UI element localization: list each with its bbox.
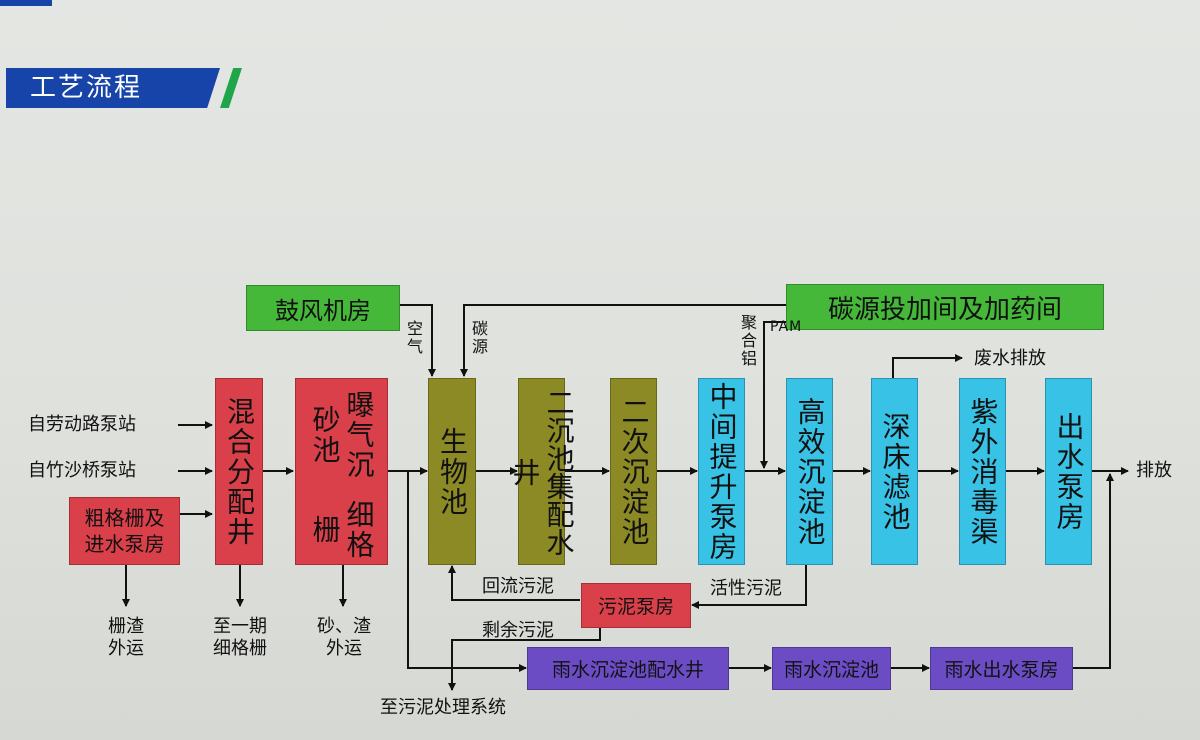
sludge-pump-house: 污泥泵房 [581, 583, 691, 628]
activated-sludge-label: 活性污泥 [710, 578, 782, 599]
secondary-clarifier: 二次沉淀池 [610, 378, 657, 565]
to-phase1-label: 至一期 细格栅 [213, 616, 267, 659]
inflow-label-2: 自竹沙桥泵站 [28, 460, 136, 481]
section-title: 工艺流程 [6, 68, 220, 108]
pam-label: PAM [770, 318, 801, 336]
deep-bed-filter: 深床滤池 [871, 378, 918, 565]
uv-disinfection-channel: 紫外消毒渠 [959, 378, 1006, 565]
mixing-distribution-well: 混合分配井 [215, 378, 263, 565]
screenings-label: 栅渣 外运 [108, 616, 144, 659]
inflow-label-1: 自劳动路泵站 [28, 414, 136, 435]
bio-tank: 生物池 [428, 378, 476, 565]
secondary-distribution-well: 二沉池集配水井 [509, 378, 576, 565]
air-label: 空气 [407, 319, 425, 356]
carbon-label: 碳源 [472, 319, 490, 356]
excess-sludge-label: 剩余污泥 [482, 620, 554, 641]
carbon-dosing-room: 碳源投加间及加药间 [786, 284, 1104, 330]
aerated-grit-label: 曝气沉砂池 [308, 389, 376, 480]
top-accent-bar [0, 0, 52, 6]
fine-screen-label: 细格栅 [308, 500, 376, 561]
return-sludge-label: 回流污泥 [482, 576, 554, 597]
fine-screen-grit-chamber: 曝气沉砂池 细格栅 [295, 378, 388, 565]
high-efficiency-clarifier: 高效沉淀池 [786, 378, 833, 565]
rain-distribution-well: 雨水沉淀池配水井 [527, 647, 729, 690]
rain-clarifier: 雨水沉淀池 [772, 647, 891, 690]
wastewater-label: 废水排放 [974, 348, 1046, 369]
to-sludge-system-label: 至污泥处理系统 [380, 697, 506, 718]
grit-label: 砂、渣 外运 [317, 616, 371, 659]
coarse-screen-pump: 粗格栅及进水泵房 [69, 497, 180, 565]
intermediate-lift-pump: 中间提升泵房 [698, 378, 745, 565]
pac-label: 聚合铝 [741, 313, 759, 368]
rain-outlet-pump: 雨水出水泵房 [930, 647, 1073, 690]
discharge-label: 排放 [1136, 460, 1172, 481]
blower-room: 鼓风机房 [246, 285, 400, 331]
outlet-pump-house: 出水泵房 [1045, 378, 1092, 565]
